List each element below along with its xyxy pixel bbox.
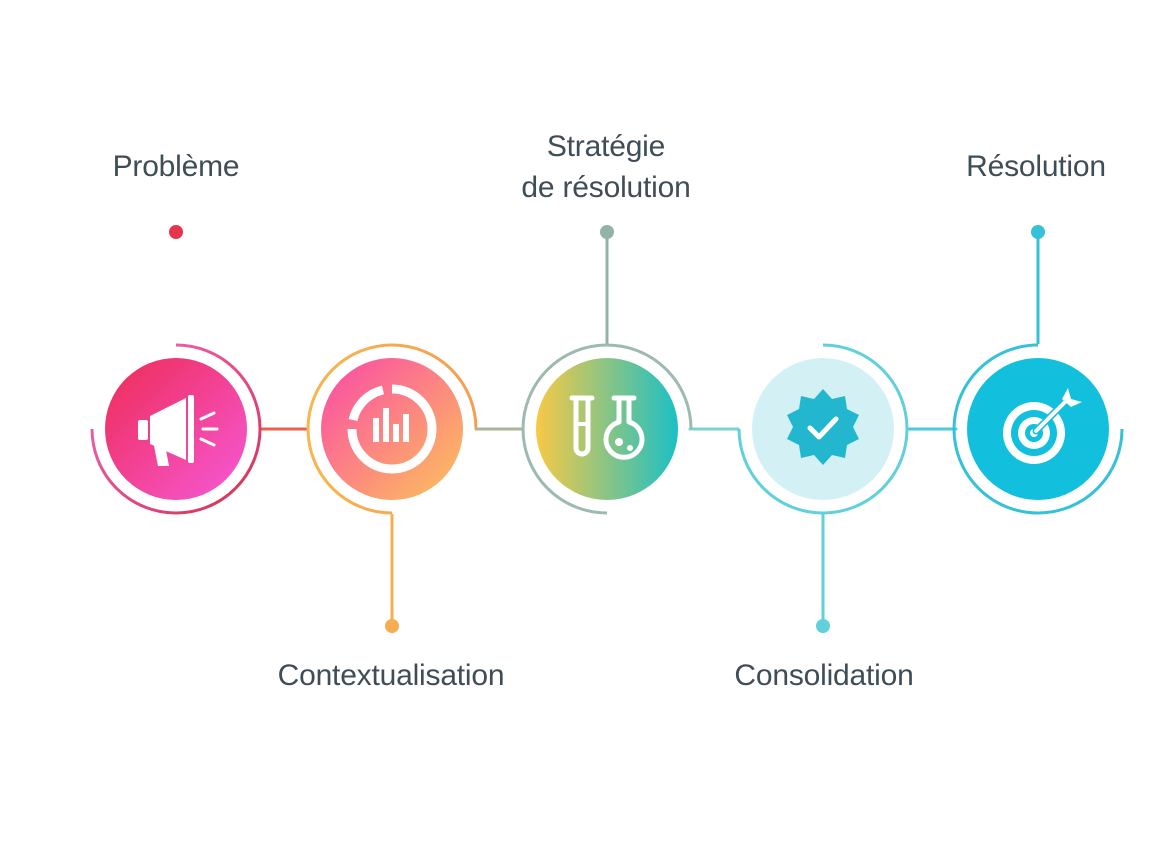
step-strategy [521, 225, 693, 515]
donut-chart-icon [347, 384, 437, 474]
step-resolution-label: Résolution [966, 150, 1106, 183]
step-resolution [952, 225, 1124, 515]
step-consolidation-ring [737, 343, 909, 515]
step-contextualisation-disc [321, 358, 463, 500]
megaphone-icon [138, 395, 219, 466]
step-strategy-label: Stratégie de résolution [521, 126, 690, 208]
step-problem-dot [169, 225, 183, 239]
step-contextualisation-label: Contextualisation [277, 659, 505, 692]
step-resolution-ring [952, 343, 1124, 515]
step-consolidation-dot [816, 619, 830, 633]
step-problem-ring [90, 343, 262, 515]
step-contextualisation-dot [385, 619, 399, 633]
step-strategy-ring [521, 343, 693, 515]
flasks-icon [569, 395, 645, 460]
step-consolidation [737, 343, 909, 633]
target-arrow-icon [1003, 388, 1082, 464]
step-consolidation-label: Consolidation [734, 659, 914, 692]
step-problem [90, 225, 262, 515]
step-strategy-label-line-1: Stratégie [546, 130, 666, 163]
step-strategy-dot [600, 225, 614, 239]
step-problem-label: Problème [112, 150, 240, 183]
step-contextualisation [306, 343, 478, 633]
step-contextualisation-ring [306, 343, 478, 515]
step-strategy-label-line-2: de résolution [521, 171, 691, 204]
step-resolution-dot [1031, 225, 1045, 239]
verified-badge-icon [787, 389, 859, 465]
